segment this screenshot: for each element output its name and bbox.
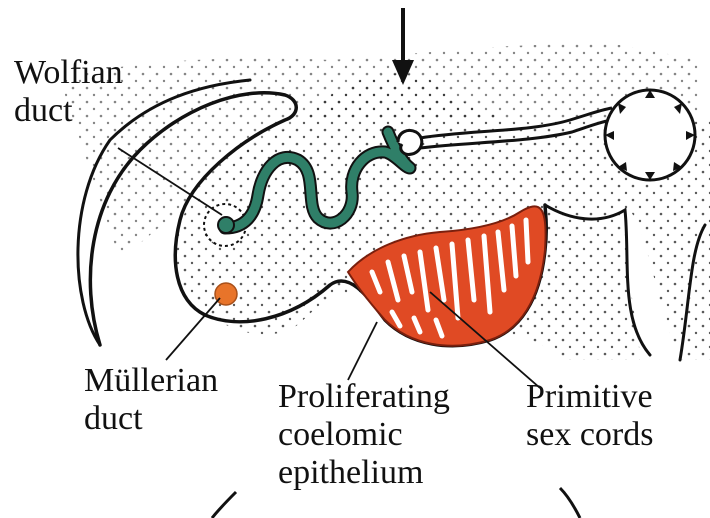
primitive-line-1: Primitive [526,378,653,416]
glomerulus [398,130,422,154]
mullerian-duct [215,283,237,305]
label-proliferating-coelomic-epithelium: Proliferating coelomic epithelium [278,378,450,492]
mullerian-line-1: Müllerian [84,362,218,400]
proliferating-line-3: epithelium [278,454,450,492]
primitive-line-2: sex cords [526,416,653,454]
label-primitive-sex-cords: Primitive sex cords [526,378,653,454]
bottom-arcs [212,488,580,518]
label-wolfian-duct: Wolfian duct [14,54,123,130]
mullerian-line-2: duct [84,400,218,438]
wolfian-line-2: duct [14,92,123,130]
wolfian-line-1: Wolfian [14,54,123,92]
wolfian-duct-center [218,217,234,233]
proliferating-line-2: coelomic [278,416,450,454]
label-mullerian-duct: Müllerian duct [84,362,218,438]
proliferating-line-1: Proliferating [278,378,450,416]
